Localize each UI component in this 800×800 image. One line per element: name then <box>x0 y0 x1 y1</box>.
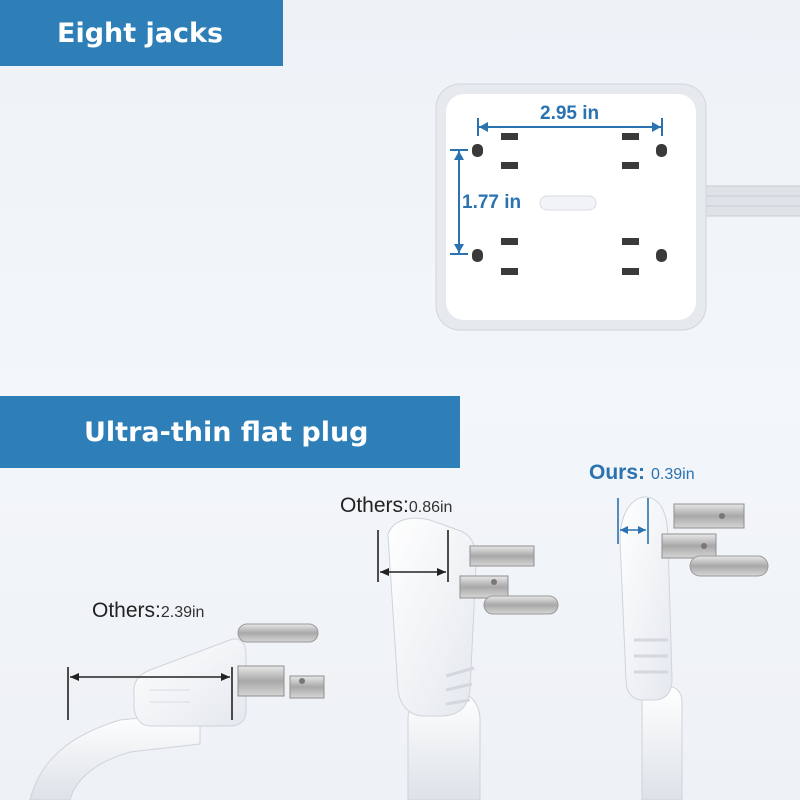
outlet-width-label: 2.95 in <box>540 103 600 124</box>
outlet-height-label: 1.77 in <box>462 192 522 213</box>
outlet-width-dimension <box>477 118 663 136</box>
ground-prong <box>689 555 769 577</box>
plug-middle-dimension <box>377 530 449 582</box>
caption-others-middle-key: Others: <box>340 494 409 517</box>
plug-right-dimension <box>617 498 649 544</box>
ground-prong <box>237 623 319 643</box>
flat-prong <box>469 545 535 567</box>
caption-ours-value: 0.39in <box>651 466 695 483</box>
ground-prong <box>483 595 559 615</box>
jack-bottom-right <box>622 238 667 275</box>
banner-eight-jacks-text: Eight jacks <box>57 17 224 49</box>
caption-others-middle-value: 0.86in <box>408 499 453 516</box>
plug-ultra-thin-side-view <box>617 496 769 800</box>
banner-flat-plug-text: Ultra-thin flat plug <box>84 416 369 448</box>
caption-ours-key: Ours: <box>589 461 646 484</box>
jack-bottom-left <box>472 238 518 275</box>
flat-prong <box>237 665 285 697</box>
plug-angled-side-view <box>377 517 559 800</box>
power-strip-outlet <box>435 83 800 331</box>
caption-others-left-value: 2.39in <box>160 604 205 621</box>
caption-others-middle: Others:0.86in <box>340 494 452 518</box>
jack-top-right <box>622 133 667 169</box>
flat-prong <box>673 503 745 529</box>
banner-eight-jacks: Eight jacks <box>0 0 283 66</box>
jack-top-left <box>472 133 518 169</box>
outlet-height-dimension <box>450 149 468 255</box>
outlet-flat-cable <box>693 185 800 217</box>
caption-others-left: Others:2.39in <box>92 599 204 623</box>
plug-left-dimension <box>67 667 233 720</box>
outlet-logo-badge <box>539 195 597 211</box>
caption-others-left-key: Others: <box>92 599 161 622</box>
caption-ours-right: Ours: 0.39in <box>589 461 695 485</box>
plug-standard-side-view <box>29 623 325 800</box>
banner-flat-plug: Ultra-thin flat plug <box>0 396 460 468</box>
